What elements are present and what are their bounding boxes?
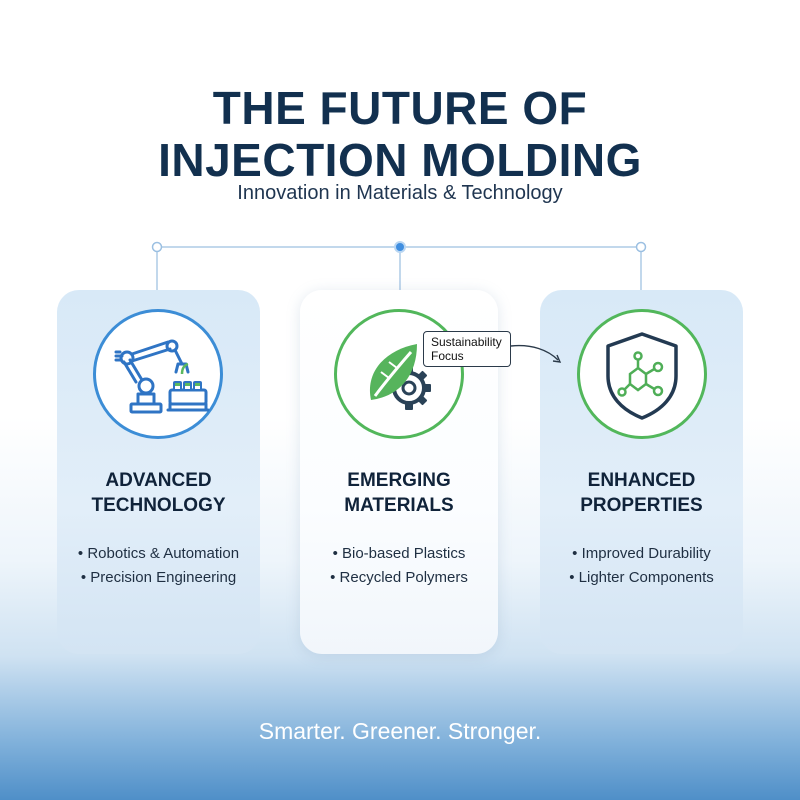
connector-node-center [394,241,406,253]
list-item: • Improved Durability [572,545,711,562]
icon-circle [334,309,464,439]
feature-list: • Improved Durability • Lighter Componen… [540,542,743,590]
list-item: • Bio-based Plastics [332,545,466,562]
shield-molecule-icon [606,332,678,420]
title-line-1: THE FUTURE OF [212,82,588,134]
connector-node-right [635,241,647,253]
list-item: • Recycled Polymers [330,569,468,586]
tagline: Smarter. Greener. Stronger. [258,718,542,744]
list-item: • Robotics & Automation [77,545,240,562]
subtitle: Innovation in Materials & Technology [237,182,563,204]
card-enhanced-properties: ENHANCED PROPERTIES • Improved Durabilit… [540,290,743,654]
card-title: ADVANCED TECHNOLOGY [91,470,226,516]
feature-list: • Robotics & Automation • Precision Engi… [57,542,260,590]
icon-circle [93,309,223,439]
sustainability-callout: Sustainability Focus [423,331,511,367]
connector-node-left [151,241,163,253]
feature-list: • Bio-based Plastics • Recycled Polymers [300,542,498,590]
icon-circle [577,309,707,439]
list-item: • Precision Engineering [80,569,237,586]
leaf-gear-icon [369,344,431,410]
page-title: THE FUTURE OF INJECTION MOLDING [0,82,800,186]
title-line-2: INJECTION MOLDING [158,134,642,186]
list-item: • Lighter Components [569,569,714,586]
card-title: ENHANCED PROPERTIES [580,470,703,516]
card-title: EMERGING MATERIALS [344,470,454,516]
robotic-arm-icon [114,339,210,414]
card-advanced-technology: ADVANCED TECHNOLOGY • Robotics & Automat… [57,290,260,654]
